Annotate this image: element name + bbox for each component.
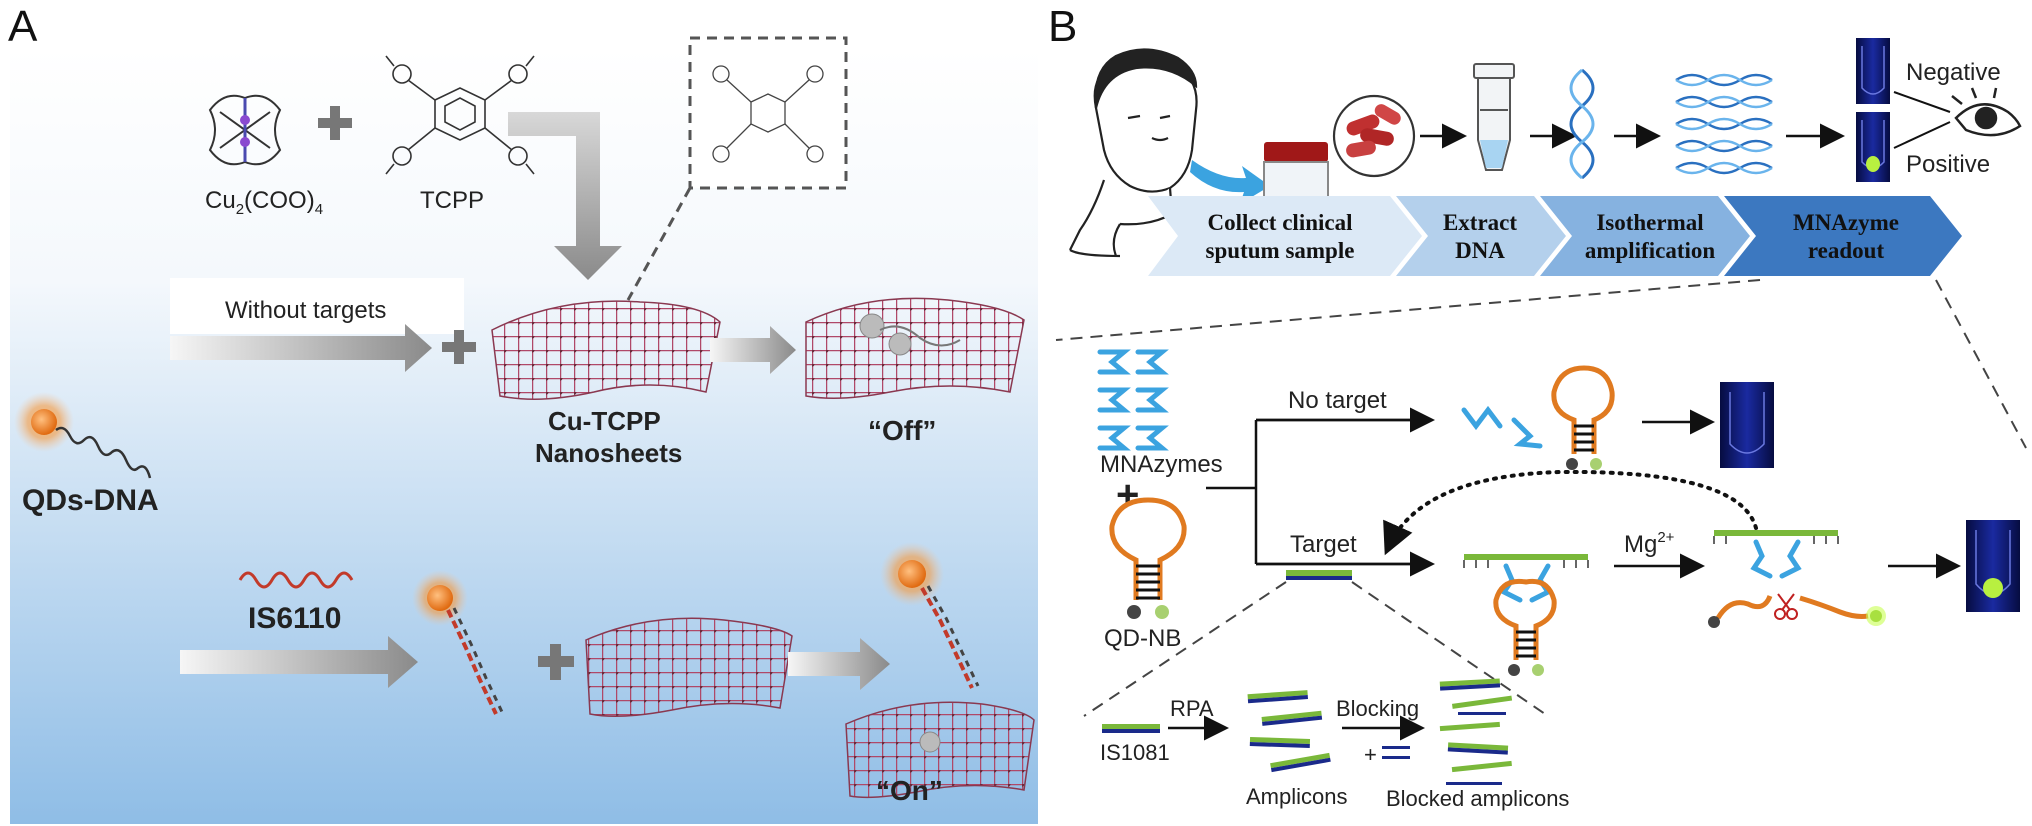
arrow-to-on bbox=[788, 638, 890, 690]
amplicons-label: Amplicons bbox=[1246, 784, 1347, 809]
extraction-tube-icon bbox=[1473, 63, 1515, 171]
step1-line2: sputum sample bbox=[1206, 238, 1355, 263]
scissors-icon bbox=[1774, 593, 1798, 620]
tcpp-molecule bbox=[385, 55, 535, 175]
cu-tcpp-nanosheet bbox=[491, 300, 721, 400]
synthesis-elbow-arrow bbox=[508, 112, 622, 280]
zoom-box bbox=[688, 36, 848, 190]
rpa-label: RPA bbox=[1170, 696, 1214, 721]
mg-label: Mg2+ bbox=[1624, 529, 1675, 558]
step2-line1: Extract bbox=[1443, 210, 1517, 235]
plus-icon-row2 bbox=[538, 644, 574, 680]
panel-a-background bbox=[10, 48, 1038, 824]
nanosheet-free bbox=[585, 617, 793, 717]
step3-line1: Isothermal bbox=[1596, 210, 1703, 235]
workflow-steps bbox=[1148, 196, 1962, 276]
zoom-box-molecule bbox=[712, 65, 824, 163]
branch-lines bbox=[1206, 418, 1430, 566]
sputum-flow-arrow bbox=[1190, 160, 1270, 204]
zoom-line-right bbox=[1935, 279, 2027, 449]
arrow-with-target bbox=[180, 636, 418, 688]
blocking-plus: + bbox=[1364, 742, 1377, 767]
plus-icon-row1 bbox=[442, 330, 476, 364]
step4-line1: MNAzyme bbox=[1793, 210, 1899, 235]
closed-hairpin bbox=[1551, 365, 1615, 470]
released-qd-dna bbox=[880, 542, 980, 689]
quenched-nanosheet bbox=[805, 297, 1025, 399]
tcpp-label: TCPP bbox=[420, 187, 484, 214]
qd-dna-probe bbox=[14, 392, 152, 479]
amplified-dna-icon bbox=[1675, 73, 1773, 175]
target-label: Target bbox=[1290, 531, 1357, 558]
cu-label: Cu2(COO)4 bbox=[205, 187, 323, 218]
plus-icon bbox=[318, 106, 352, 140]
mnazyme-target-complex bbox=[1463, 554, 1589, 676]
step-extract bbox=[1396, 196, 1566, 276]
positive-label: Positive bbox=[1906, 151, 1990, 178]
eye-icon bbox=[1951, 87, 2022, 137]
amplicons-icon bbox=[1247, 690, 1331, 773]
step-collect bbox=[1148, 196, 1422, 276]
blocker-oligos-icon bbox=[1382, 746, 1410, 759]
on-label: “On” bbox=[876, 775, 943, 806]
without-targets-label: Without targets bbox=[225, 297, 386, 324]
negative-label: Negative bbox=[1906, 59, 2001, 86]
step4-line2: readout bbox=[1808, 238, 1885, 263]
zoom-line-left bbox=[1055, 279, 1761, 341]
step-amplify bbox=[1540, 196, 1750, 276]
zoom-connector bbox=[626, 187, 692, 301]
sputum-container-icon bbox=[1263, 142, 1329, 207]
fluorescent-tube-icon bbox=[1966, 520, 2020, 612]
is6110-dna bbox=[238, 571, 354, 589]
nanosheets-line1: Cu-TCPP bbox=[548, 406, 661, 436]
step1-line1: Collect clinical bbox=[1208, 210, 1353, 235]
unbound-mnazymes bbox=[1461, 405, 1543, 449]
qds-dna-label: QDs-DNA bbox=[22, 484, 159, 517]
nanosheets-line2: Nanosheets bbox=[535, 438, 682, 468]
arrow-to-off bbox=[710, 326, 796, 374]
panel-b-letter: B bbox=[1048, 2, 1078, 51]
hybridized-qd-dna bbox=[412, 570, 504, 715]
dark-tube-icon bbox=[1720, 382, 1774, 468]
blocked-amplicons-label: Blocked amplicons bbox=[1386, 786, 1569, 811]
bacteria-bubble-icon bbox=[1332, 94, 1416, 178]
is1081-strand bbox=[1102, 724, 1160, 733]
zoom-line-target-left bbox=[1083, 581, 1287, 717]
recycling-arrow bbox=[1383, 469, 1758, 556]
qdnb-label: QD-NB bbox=[1104, 625, 1181, 652]
step2-line2: DNA bbox=[1455, 238, 1505, 263]
positive-line bbox=[1893, 121, 1951, 149]
negative-line bbox=[1893, 91, 1951, 113]
dna-helix-icon bbox=[1569, 68, 1595, 180]
blocked-amplicons-icon bbox=[1439, 678, 1513, 785]
is6110-label: IS6110 bbox=[248, 602, 341, 635]
blocking-label: Blocking bbox=[1336, 696, 1419, 721]
nanosheet-on bbox=[845, 701, 1035, 799]
negative-tube-icon bbox=[1856, 38, 1890, 104]
cu-paddlewheel-structure bbox=[208, 94, 282, 166]
positive-tube-icon bbox=[1856, 112, 1890, 182]
is1081-label: IS1081 bbox=[1100, 740, 1170, 765]
no-target-label: No target bbox=[1288, 387, 1387, 414]
arrow-without-targets bbox=[170, 324, 432, 372]
cleaved-complex bbox=[1708, 530, 1886, 628]
without-targets-box bbox=[170, 278, 464, 334]
mnazymes-icon bbox=[1097, 349, 1169, 451]
qd-nb-hairpin bbox=[1109, 497, 1187, 619]
target-amplicon bbox=[1286, 570, 1352, 580]
mnazymes-label: MNAzymes bbox=[1100, 451, 1223, 478]
off-label: “Off” bbox=[868, 415, 936, 446]
panel-a-letter: A bbox=[8, 2, 38, 51]
step3-line2: amplification bbox=[1585, 238, 1716, 263]
step-readout bbox=[1724, 196, 1962, 276]
